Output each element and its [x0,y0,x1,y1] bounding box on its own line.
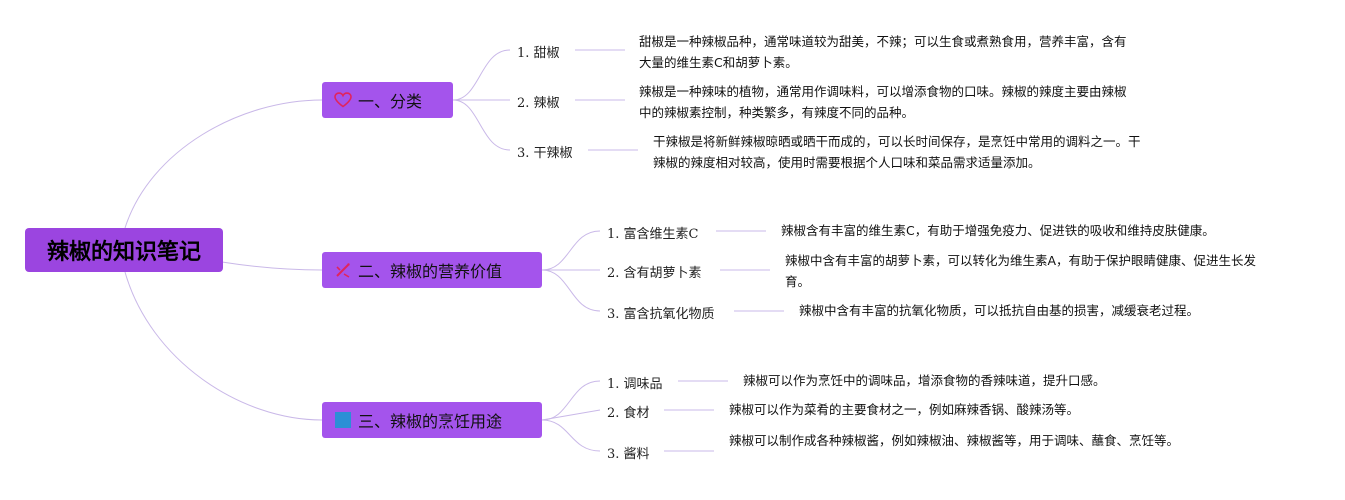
branch-label: 三、辣椒的烹饪用途 [358,412,503,431]
connector-b2-l3 [541,269,601,312]
connector-b1-l3 [452,99,511,151]
leaf-carotene[interactable]: 2. 含有胡萝卜素 [607,266,702,281]
branch-classification[interactable]: 一、分类 [322,82,453,118]
leaf-sauce[interactable]: 3. 酱料 [607,447,650,462]
desc-ingredient: 辣椒可以作为菜肴的主要食材之一，例如麻辣香锅、酸辣汤等。 [729,402,1080,417]
connector-b1-l1 [452,49,511,101]
leaf-ingredient[interactable]: 2. 食材 [607,406,650,421]
branch-label: 一、分类 [358,92,423,111]
leaf-chili-pepper[interactable]: 2. 辣椒 [517,96,560,111]
desc-sweet-pepper: 甜椒是一种辣椒品种，通常味道较为甜美，不辣；可以生食或煮熟食用，营养丰富，含有大… [639,34,1127,70]
connector-b3-l1 [541,380,601,421]
leaf-antioxidants[interactable]: 3. 富含抗氧化物质 [607,307,715,322]
connector-b3-l2 [541,409,601,421]
heart-icon [334,91,352,109]
connector-root-branch-3 [124,271,323,421]
desc-seasoning: 辣椒可以作为烹饪中的调味品，增添食物的香辣味道，提升口感。 [743,373,1106,388]
branch-cooking-uses[interactable]: 三、辣椒的烹饪用途 [322,402,542,438]
connector-root-branch-1 [124,99,323,229]
connector-b3-l3 [541,419,601,452]
connector-root-branch-2 [221,261,323,271]
branch-label: 二、辣椒的营养价值 [358,262,503,281]
root-topic[interactable]: 辣椒的知识笔记 [25,228,223,272]
blue-square-icon [334,411,352,429]
leaf-vitamin-c[interactable]: 1. 富含维生素C [607,227,699,242]
leaf-seasoning[interactable]: 1. 调味品 [607,377,663,392]
desc-sauce: 辣椒可以制作成各种辣椒酱，例如辣椒油、辣椒酱等，用于调味、蘸食、烹饪等。 [729,433,1180,448]
leaf-sweet-pepper[interactable]: 1. 甜椒 [517,46,560,61]
desc-carotene: 辣椒中含有丰富的胡萝卜素，可以转化为维生素A，有助于保护眼睛健康、促进生长发育。 [785,253,1257,289]
branch-nutrition[interactable]: 二、辣椒的营养价值 [322,252,542,288]
leaf-dried-chili[interactable]: 3. 干辣椒 [517,146,573,161]
connector-b2-l1 [541,230,601,271]
root-title: 辣椒的知识笔记 [46,240,201,265]
desc-antioxidants: 辣椒中含有丰富的抗氧化物质，可以抵抗自由基的损害，减缓衰老过程。 [799,303,1200,318]
desc-vitamin-c: 辣椒含有丰富的维生素C，有助于增强免疫力、促进铁的吸收和维持皮肤健康。 [781,223,1215,238]
sparkle-icon [334,261,352,279]
desc-dried-chili: 干辣椒是将新鲜辣椒晾晒或晒干而成的，可以长时间保存，是烹饪中常用的调料之一。干辣… [653,134,1141,170]
desc-chili-pepper: 辣椒是一种辣味的植物，通常用作调味料，可以增添食物的口味。辣椒的辣度主要由辣椒中… [639,84,1127,120]
